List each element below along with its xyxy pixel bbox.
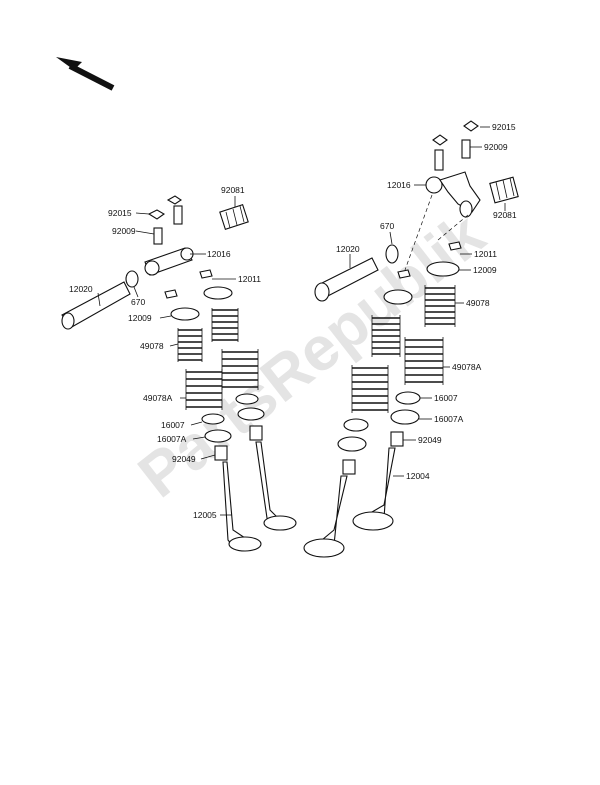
spring-seat-right-3 <box>395 391 421 405</box>
retainer-right-2 <box>383 289 413 305</box>
spring-seat-left-4 <box>237 407 265 421</box>
oil-seal-left-2 <box>249 425 263 441</box>
label-670-left: 670 <box>131 297 145 307</box>
label-49078-left: 49078 <box>140 341 164 351</box>
label-12016-left: 12016 <box>207 249 231 259</box>
exhaust-valve-left-1 <box>222 461 262 552</box>
label-92015-right: 92015 <box>492 122 516 132</box>
label-12011-left: 12011 <box>238 274 261 284</box>
label-670-right: 670 <box>380 221 394 231</box>
adjusting-screw-right-1 <box>461 139 471 159</box>
label-12011-right: 12011 <box>474 249 497 259</box>
label-16007A-right: 16007A <box>434 414 464 424</box>
outer-spring-left-back <box>221 349 259 390</box>
retainer-left-1 <box>170 307 200 321</box>
direction-arrow-icon <box>56 57 115 91</box>
leader-lines <box>97 126 506 516</box>
oil-seal-left-1 <box>214 445 228 461</box>
o-ring-right <box>385 244 399 264</box>
label-12016-right: 12016 <box>387 180 411 190</box>
label-12004: 12004 <box>406 471 430 481</box>
nut-left-2 <box>166 195 182 205</box>
cotter-left-1 <box>199 269 213 279</box>
label-92009-left: 92009 <box>112 226 136 236</box>
retainer-right-1 <box>426 261 460 277</box>
cotter-left-2 <box>164 289 178 299</box>
retainer-left-2 <box>203 286 233 300</box>
rocker-shaft-left <box>61 281 131 330</box>
spring-seat-right-4 <box>390 409 420 425</box>
nut-right-1 <box>463 120 479 132</box>
spring-seat-left-1 <box>201 413 225 425</box>
label-49078A-left: 49078A <box>143 393 173 403</box>
oil-seal-right-1 <box>342 459 356 475</box>
label-49078A-right: 49078A <box>452 362 482 372</box>
spring-seat-left-2 <box>204 429 232 443</box>
label-16007-right: 16007 <box>434 393 458 403</box>
label-92049-right: 92049 <box>418 435 442 445</box>
inner-spring-left-front <box>177 328 203 362</box>
label-92081-right: 92081 <box>493 210 517 220</box>
nut-left-1 <box>147 209 166 220</box>
label-16007A-left: 16007A <box>157 434 187 444</box>
label-49078-right: 49078 <box>466 298 490 308</box>
adjusting-screw-left-1 <box>153 227 163 245</box>
nut-right-2 <box>432 134 448 146</box>
adjusting-screw-left-2 <box>173 205 183 225</box>
label-16007-left: 16007 <box>161 420 185 430</box>
outer-spring-right-back <box>404 337 444 385</box>
rocker-arm-right <box>425 171 481 218</box>
rocker-shaft-right <box>314 257 379 302</box>
exhaust-valve-left-2 <box>255 441 297 531</box>
intake-valve-right-1 <box>303 475 348 558</box>
rocker-spring-right <box>489 176 519 204</box>
spring-seat-left-3 <box>235 393 259 405</box>
adjusting-screw-right-2 <box>434 149 444 171</box>
label-12020-right: 12020 <box>336 244 360 254</box>
cotter-right-1 <box>448 241 462 251</box>
spring-seat-right-1 <box>343 418 369 432</box>
spring-seat-right-2 <box>337 436 367 452</box>
oil-seal-right-2 <box>390 431 404 447</box>
label-92049-left: 92049 <box>172 454 196 464</box>
intake-valve-right-2 <box>352 447 396 531</box>
cotter-right-2 <box>397 269 411 279</box>
rocker-arm-left <box>144 247 194 276</box>
o-ring-left <box>125 270 139 288</box>
label-92015-left: 92015 <box>108 208 132 218</box>
label-12009-left: 12009 <box>128 313 152 323</box>
inner-spring-right-back <box>424 285 456 327</box>
outer-spring-right-front <box>351 365 389 413</box>
label-92009-right: 92009 <box>484 142 508 152</box>
label-12020-left: 12020 <box>69 284 93 294</box>
inner-spring-right-front <box>371 315 401 357</box>
watermark: PartsRepublik <box>126 200 497 511</box>
label-92081-left: 92081 <box>221 185 245 195</box>
inner-spring-left-back <box>211 308 239 342</box>
rocker-spring-left <box>219 204 249 230</box>
label-12005: 12005 <box>193 510 217 520</box>
label-12009-right: 12009 <box>473 265 497 275</box>
